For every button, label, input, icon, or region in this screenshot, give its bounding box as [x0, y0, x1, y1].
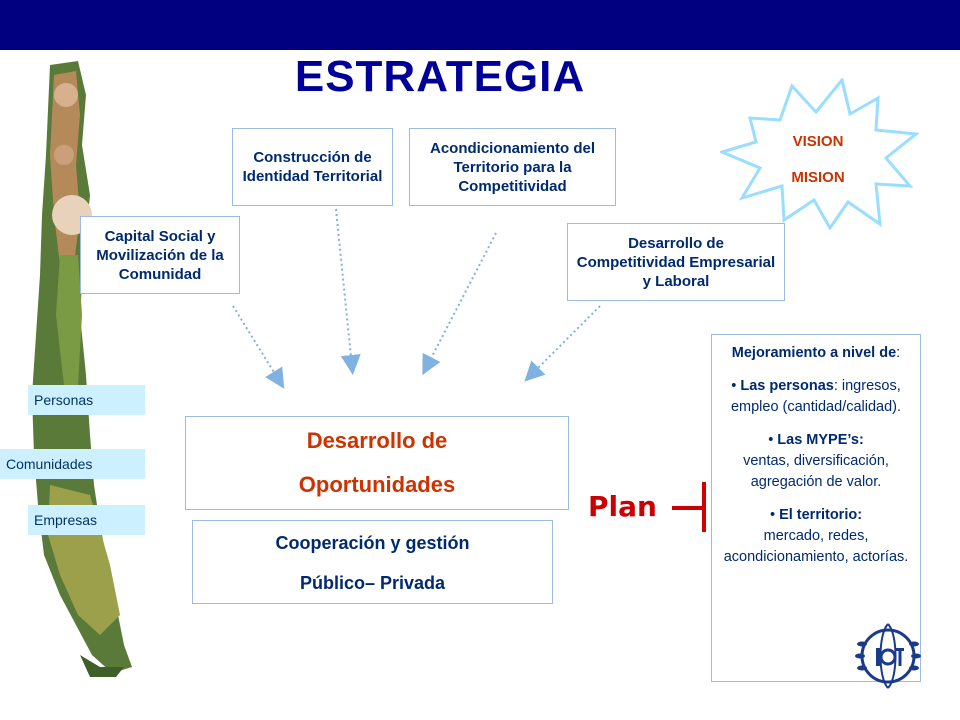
cooperacion-line1: Cooperación y gestión [275, 533, 470, 553]
box-acondicionamiento-territorio: Acondicionamiento del Territorio para la… [409, 128, 616, 206]
item-mypes-bold: Las MYPE’s: [777, 432, 864, 448]
mision-label: MISION [791, 169, 845, 186]
arrow-from-capital [232, 305, 285, 389]
item-territorio-bold: El territorio: [779, 507, 863, 523]
list-item: • Las personas: ingresos, empleo (cantid… [730, 378, 902, 415]
label-personas: Personas [28, 385, 145, 415]
list-item: • El territorio:mercado, redes, acondici… [723, 507, 909, 565]
cooperacion-line2: Público– Privada [299, 573, 446, 593]
plan-label: Plan [588, 490, 657, 523]
arrow-from-identidad [335, 208, 361, 375]
box-identidad-territorial: Construcción de Identidad Territorial [232, 128, 393, 206]
mejoramiento-heading-tail: : [896, 345, 901, 361]
item-territorio-text: mercado, redes, acondicionamiento, actor… [723, 528, 909, 565]
mejoramiento-heading: Mejoramiento a nivel de [731, 345, 897, 361]
item-personas-bold: Las personas [740, 378, 834, 394]
item-mypes-text: ventas, diversificación, agregación de v… [743, 453, 889, 490]
item-personas-text: : ingresos, empleo (cantidad/calidad). [730, 378, 902, 415]
chile-map-image [32, 61, 132, 677]
label-comunidades: Comunidades [0, 449, 145, 479]
desarrollo-oportunidades-box: Desarrollo de Oportunidades [185, 416, 569, 510]
plan-arrow-icon [672, 482, 706, 532]
arrow-from-competitividad [524, 305, 601, 382]
label-empresas: Empresas [28, 505, 145, 535]
vision-mision-text: VISION MISION [770, 124, 866, 196]
mejoramiento-box: Mejoramiento a nivel de: • Las personas:… [711, 334, 921, 682]
box-capital-social: Capital Social y Movilización de la Comu… [80, 216, 240, 294]
oportunidades-line2: Oportunidades [298, 472, 456, 497]
cooperacion-box: Cooperación y gestión Público– Privada [192, 520, 553, 604]
oportunidades-line1: Desarrollo de [306, 428, 448, 453]
box-competitividad: Desarrollo de Competitividad Empresarial… [567, 223, 785, 301]
top-banner [0, 0, 960, 50]
arrow-from-territorio [422, 232, 497, 376]
vision-label: VISION [792, 133, 844, 150]
list-item: • Las MYPE’s:ventas, diversificación, ag… [743, 432, 889, 490]
vision-starburst-shape [720, 78, 920, 230]
oit-logo-icon [855, 623, 921, 689]
page-title: ESTRATEGIA [294, 52, 586, 101]
